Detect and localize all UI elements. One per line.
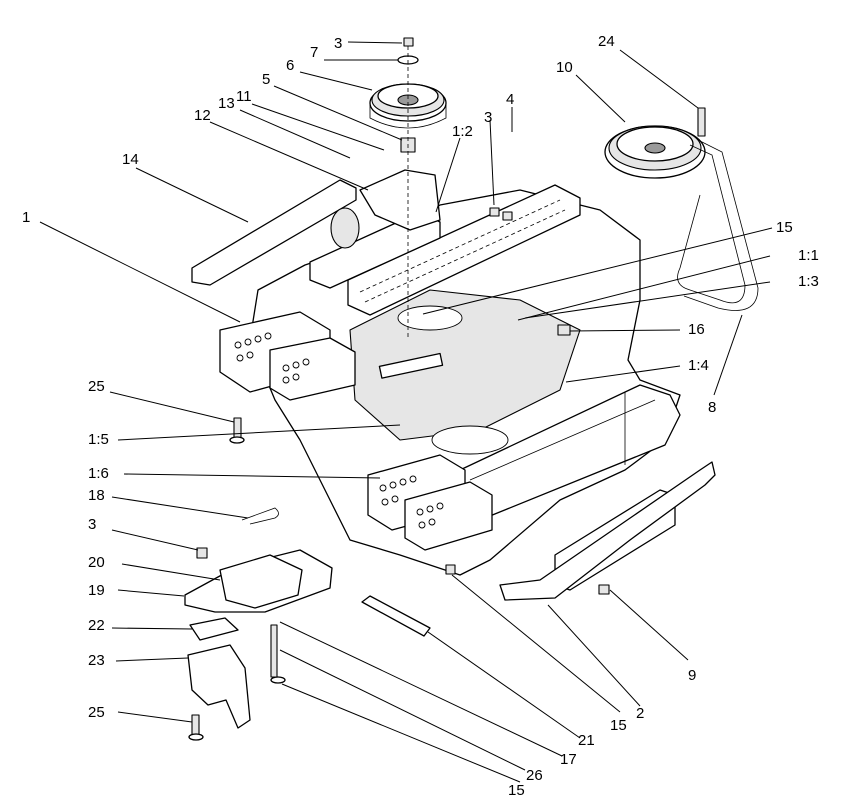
- callout-1-3: 1:3: [798, 273, 819, 290]
- link-rod-17: [270, 624, 278, 678]
- nut-15-lower: [445, 564, 456, 575]
- callout-13: 13: [218, 95, 235, 112]
- washer-25-upper: [229, 436, 245, 444]
- callout-20: 20: [88, 554, 105, 571]
- hairpin-18: [241, 507, 279, 525]
- callout-3-top: 3: [334, 35, 342, 52]
- callout-24: 24: [598, 33, 615, 50]
- callout-4: 4: [506, 91, 514, 108]
- callout-8: 8: [708, 399, 716, 416]
- callout-1-6: 1:6: [88, 465, 109, 482]
- spindle-opening-top: [397, 305, 463, 331]
- front-left-plate: [404, 481, 493, 551]
- mount-plate-22: [189, 617, 239, 641]
- bolt-25-lower: [191, 714, 200, 736]
- spindle-opening: [431, 425, 509, 455]
- callout-25-upper: 25: [88, 378, 105, 395]
- nut-4: [502, 211, 513, 221]
- callout-19: 19: [88, 582, 105, 599]
- drive-belt: [677, 144, 746, 304]
- callout-9: 9: [688, 667, 696, 684]
- callout-23: 23: [88, 652, 105, 669]
- nut-top: [403, 37, 414, 47]
- callout-11: 11: [236, 88, 252, 105]
- bolt-25-upper: [233, 417, 242, 439]
- rear-roller: [330, 207, 360, 249]
- callout-17: 17: [560, 751, 577, 768]
- hitch-pivot-arm: [219, 554, 303, 609]
- bolt-24: [697, 107, 706, 137]
- idler-bracket: [359, 169, 441, 231]
- pivot-pin: [361, 595, 431, 637]
- nut-3-top: [489, 207, 500, 217]
- callout-18: 18: [88, 487, 105, 504]
- left-side-plate: [269, 337, 356, 401]
- callout-25-lower: 25: [88, 704, 105, 721]
- center-slot: [378, 352, 444, 379]
- bolt-16: [557, 324, 571, 336]
- callout-6: 6: [286, 57, 294, 74]
- callout-15-upper: 15: [776, 219, 793, 236]
- front-plate-holes: [379, 475, 444, 529]
- callout-16: 16: [688, 321, 705, 338]
- callout-1-1: 1:1: [798, 247, 819, 264]
- leader-lines: [39, 41, 773, 783]
- callout-labels: 1 2 3 3 3 4 5 6 7 8 9 10 11 12 13 14 15 …: [22, 33, 819, 799]
- callout-3-lower: 3: [88, 516, 96, 533]
- callout-15-bottom: 15: [508, 782, 525, 799]
- callout-15-middle: 15: [610, 717, 627, 734]
- callout-5: 5: [262, 71, 270, 88]
- deck-assembly-drawing: [184, 37, 759, 741]
- left-plate-holes: [234, 332, 310, 384]
- callout-14: 14: [122, 151, 139, 168]
- anti-scalp-bar: [499, 461, 716, 601]
- rear-roller-arm: [191, 179, 357, 286]
- callout-26: 26: [526, 767, 543, 784]
- callout-10: 10: [556, 59, 573, 76]
- callout-22: 22: [88, 617, 105, 634]
- callout-21: 21: [578, 732, 595, 749]
- callout-2: 2: [636, 705, 644, 722]
- callout-1-2: 1:2: [452, 123, 473, 140]
- height-bracket-23: [187, 644, 251, 729]
- callout-3-right: 3: [484, 109, 492, 126]
- nut-3-lower: [196, 547, 208, 559]
- callout-12: 12: [194, 107, 211, 124]
- idler-pulley: [604, 125, 706, 179]
- washer-26: [270, 676, 286, 684]
- deck-floor: [349, 289, 581, 441]
- callout-1-5: 1:5: [88, 431, 109, 448]
- washer-25-lower: [188, 733, 204, 741]
- nut-9: [598, 584, 610, 595]
- callout-7: 7: [310, 44, 318, 61]
- callout-1: 1: [22, 209, 30, 226]
- callout-1-4: 1:4: [688, 357, 709, 374]
